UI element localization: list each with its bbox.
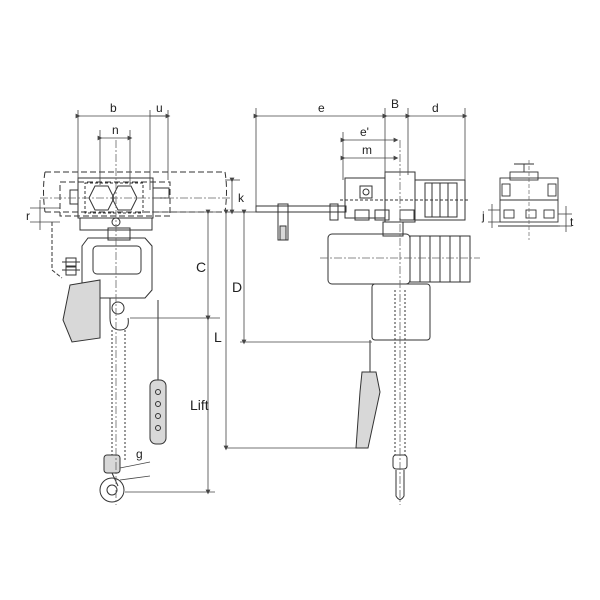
label-d: d [432,101,439,115]
label-j: j [481,209,485,223]
trolley-middle [340,171,470,223]
middle-front-view [255,140,480,505]
chain-left [111,330,126,460]
left-view-dimensions [30,110,360,495]
middle-view-dimensions [240,108,468,345]
bottom-hook-left [99,454,125,503]
left-view-labels: b u n k r C L Lift g [26,101,245,461]
pendant-switch-middle [355,371,381,449]
label-n: n [112,123,119,137]
label-e: e [318,101,325,115]
right-detail-dimensions [488,204,572,232]
label-D: D [232,279,242,295]
right-detail-labels: j t [481,209,574,229]
label-m: m [362,143,372,157]
trolley-left [69,177,170,231]
middle-view-labels: e B d e' m D [232,97,439,295]
chain-bucket-left [62,279,101,343]
label-k: k [238,191,245,205]
centerlines-middle [320,140,480,505]
hoist-body-middle [327,221,471,285]
label-u: u [156,101,163,115]
chain-middle [394,290,406,455]
label-C: C [196,259,206,275]
upper-hook-left [109,298,129,331]
label-e-prime: e' [360,125,369,139]
label-B: B [391,97,399,111]
hoist-body-left [51,222,153,299]
label-b: b [110,101,117,115]
label-lift: Lift [190,397,209,413]
centerlines-left [40,140,230,505]
right-detail-view [498,160,560,240]
cable-arm [255,203,347,241]
label-r: r [26,209,30,223]
left-side-view [40,140,230,505]
label-t: t [570,215,574,229]
label-g: g [136,447,143,461]
pendant-switch-left [149,379,167,445]
chain-bucket-middle [371,283,431,341]
label-L: L [214,329,222,345]
